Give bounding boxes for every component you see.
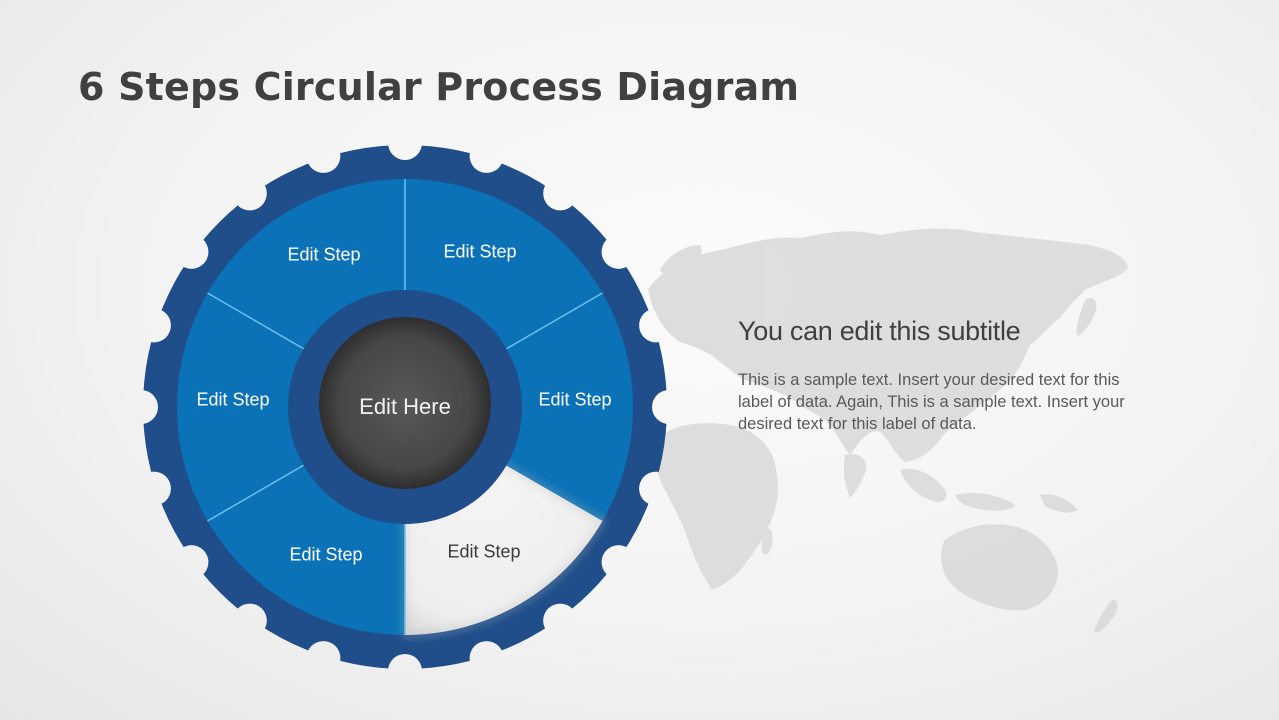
- center-circle[interactable]: [319, 317, 491, 489]
- step-label-bottom-left[interactable]: Edit Step: [289, 544, 363, 565]
- subtitle: You can edit this subtitle: [738, 316, 1021, 346]
- step-label-left[interactable]: Edit Step: [196, 389, 270, 410]
- body-text: This is a sample text. Insert your desir…: [738, 371, 1125, 433]
- step-label-bottom-right[interactable]: Edit Step: [447, 541, 521, 562]
- step-label-top-left[interactable]: Edit Step: [287, 244, 361, 265]
- step-label-top-right[interactable]: Edit Step: [443, 241, 517, 262]
- center-label[interactable]: Edit Here: [359, 394, 451, 419]
- segment-dividers: [207, 179, 603, 635]
- step-label-right[interactable]: Edit Step: [538, 389, 612, 410]
- slide-title: 6 Steps Circular Process Diagram: [78, 65, 800, 110]
